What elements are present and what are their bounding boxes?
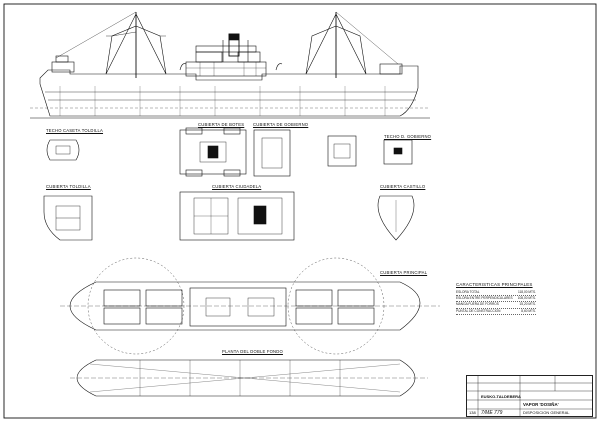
cubierta-botes-plan bbox=[179, 127, 291, 177]
ship-profile bbox=[30, 11, 430, 119]
label-cubierta-toldilla: CUBIERTA TOLDILLA bbox=[46, 184, 91, 189]
label-techo-gobierno: TECHO D. GOBIERNO bbox=[384, 134, 432, 139]
label-cubierta-ciudadela: CUBIERTA CIUDADELA bbox=[212, 184, 262, 189]
spec-row: PUNTAL DE CONSTRUCCION 8,60 MTS. bbox=[456, 309, 536, 315]
cubierta-toldilla-plan bbox=[43, 195, 93, 241]
label-cubierta-principal: CUBIERTA PRINCIPAL bbox=[380, 270, 428, 275]
specs-table: CARACTERISTICAS PRINCIPALES ESLORA TOTAL… bbox=[456, 282, 536, 315]
spec-value: 118,00 MTS. bbox=[517, 290, 536, 294]
spec-name: MANGA FUERA DE FORROS bbox=[456, 302, 499, 307]
doble-fondo-plan bbox=[70, 359, 428, 397]
specs-title: CARACTERISTICAS PRINCIPALES bbox=[456, 282, 533, 287]
techo-caseta-plan bbox=[46, 139, 80, 161]
cubierta-castillo-plan bbox=[377, 195, 415, 241]
title-block-sheet-no: 138 bbox=[469, 410, 476, 415]
spec-value: 108,00 MTS. bbox=[517, 296, 536, 301]
label-cubierta-castillo: CUBIERTA CASTILLO bbox=[380, 184, 426, 189]
spec-name: ESLORA ENTRE PERPENDICULARES bbox=[456, 296, 513, 301]
spec-name: ESLORA TOTAL bbox=[456, 290, 480, 294]
title-block-ref: 7/ME 779 bbox=[481, 410, 503, 416]
spec-value: 8,60 MTS. bbox=[521, 308, 536, 313]
label-cubierta-botes: CUBIERTA DE BOTES bbox=[198, 122, 245, 127]
title-block-shipyard: EUSKO-TALDEBERA bbox=[481, 394, 521, 399]
cubierta-ciudadela-plan bbox=[179, 191, 295, 241]
label-techo-caseta: TECHO CASETA TOLDILLA bbox=[46, 128, 104, 133]
label-planta-doble-fondo: PLANTA DEL DOBLE FONDO bbox=[222, 349, 283, 354]
techo-gobierno-plan bbox=[327, 135, 413, 167]
spec-row: ESLORA ENTRE PERPENDICULARES 108,00 MTS. bbox=[456, 296, 536, 303]
title-block-ship-name: VAPOR 'DOSIÑA' bbox=[523, 402, 559, 407]
label-cubierta-gobierno: CUBIERTA DE GOBIERNO bbox=[253, 122, 309, 127]
cubierta-principal-plan bbox=[60, 257, 440, 355]
sheet-border bbox=[3, 3, 597, 419]
spec-name: PUNTAL DE CONSTRUCCION bbox=[456, 308, 501, 313]
spec-row: ESLORA TOTAL 118,00 MTS. bbox=[456, 290, 536, 297]
title-block: EUSKO-TALDEBERA VAPOR 'DOSIÑA' DISPOSICI… bbox=[466, 375, 593, 417]
spec-row: MANGA FUERA DE FORROS 15,20 MTS. bbox=[456, 302, 536, 309]
title-block-drawing-title: DISPOSICION GENERAL bbox=[523, 410, 570, 415]
spec-value: 15,20 MTS. bbox=[519, 302, 536, 307]
